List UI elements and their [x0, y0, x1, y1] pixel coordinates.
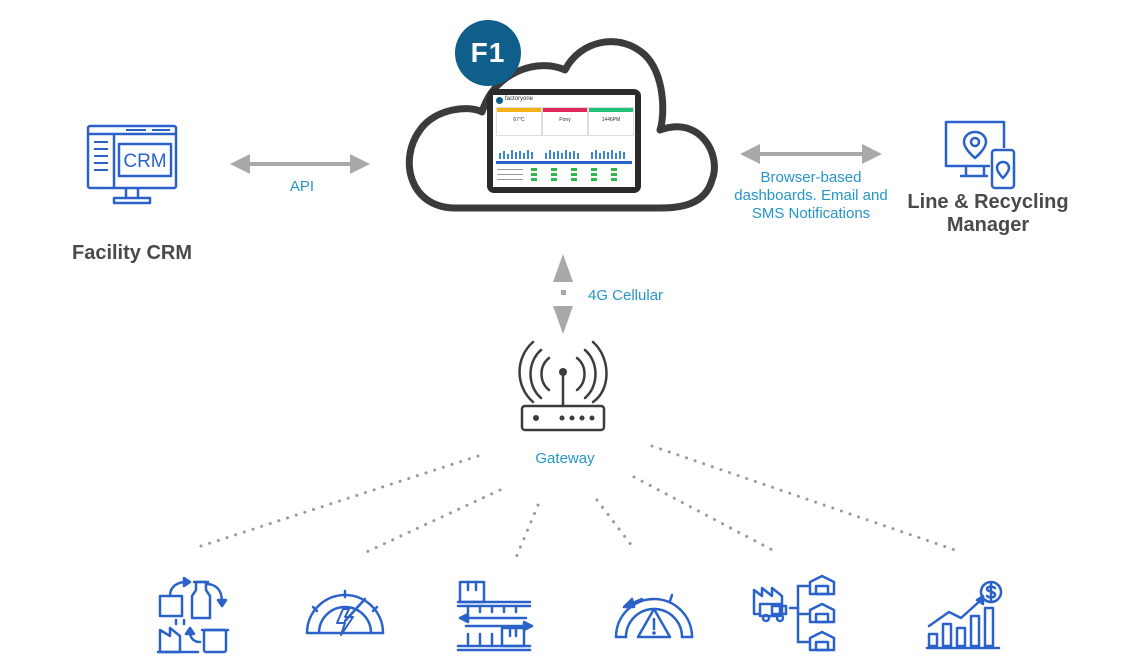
dashboard-card: Pony — [542, 107, 588, 136]
recycling-process-icon — [156, 576, 230, 654]
browser-notifications-label: Browser-based dashboards. Email and SMS … — [734, 169, 888, 222]
conveyor-boxes-icon — [456, 580, 534, 652]
dashboard-card: 1446PM — [588, 107, 634, 136]
crm-screen-text: CRM — [123, 151, 167, 172]
dashboard-card-value: 1446PM — [601, 117, 621, 123]
dashboard-card: 67°C — [496, 107, 542, 136]
dashboard-card-value: Pony — [559, 117, 571, 123]
manager-label: Line & Recycling Manager — [907, 191, 1069, 236]
dashboard-tablet: factoryone 67°C Pony 1446PM — [487, 89, 641, 193]
energy-gauge-icon — [305, 589, 385, 636]
dashboard-card-value: 67°C — [513, 117, 525, 123]
browser-double-arrow-icon — [740, 144, 882, 164]
factory-warehouses-icon — [752, 574, 836, 652]
cloud-badge: F1 — [455, 20, 521, 86]
cellular-label: 4G Cellular — [588, 287, 664, 304]
gateway-label: Gateway — [535, 450, 595, 467]
cellular-double-arrow-icon — [553, 254, 573, 334]
api-label: API — [289, 178, 315, 195]
manager-devices-icon — [944, 120, 1016, 190]
growth-chart-dollar-icon — [925, 580, 1003, 650]
dashboard-screen: factoryone 67°C Pony 1446PM — [493, 95, 635, 187]
dashboard-logo-icon — [496, 97, 503, 104]
warning-gauge-icon — [614, 593, 694, 639]
dashboard-mini-charts — [496, 150, 632, 181]
crm-monitor-icon — [86, 124, 178, 205]
gateway-router-icon — [518, 340, 608, 432]
dashboard-brand: factoryone — [505, 96, 534, 102]
api-double-arrow-icon — [230, 154, 370, 174]
crm-label: Facility CRM — [71, 242, 193, 264]
